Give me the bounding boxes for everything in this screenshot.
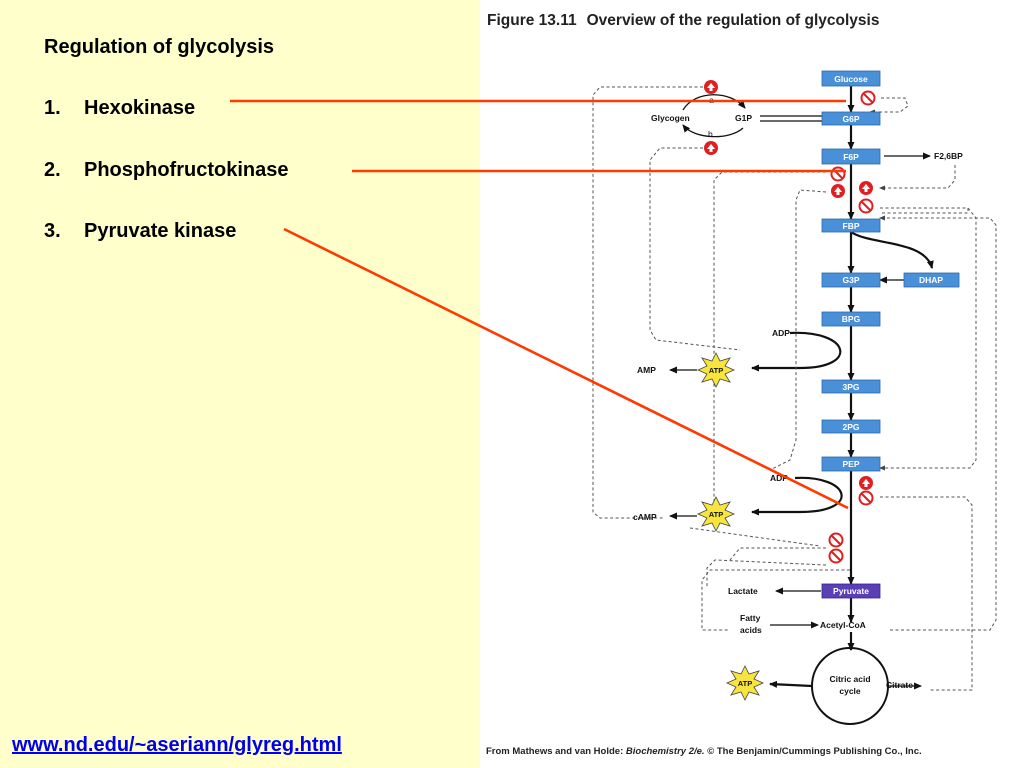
list-item-pyruvate-kinase: 3. Pyruvate kinase [44, 220, 236, 243]
fatty-label: Fatty [740, 613, 761, 623]
credit-prefix: From Mathews and van Holde: [486, 746, 626, 757]
main-pathway-arrows [847, 86, 934, 651]
svg-text:ATP: ATP [738, 679, 752, 688]
fbp-box [821, 218, 881, 233]
list-number: 3. [44, 220, 61, 242]
acids-label: acids [740, 625, 762, 635]
figure-credit: From Mathews and van Holde: Biochemistry… [486, 746, 922, 757]
list-label: Phosphofructokinase [84, 159, 289, 181]
source-link[interactable]: www.nd.edu/~aseriann/glyreg.html [12, 734, 342, 756]
amp-label: AMP [637, 365, 656, 375]
credit-suffix: © The Benjamin/Cummings Publishing Co., … [704, 746, 922, 757]
figure-number: Figure 13.11 [487, 12, 577, 29]
pep-box [821, 456, 881, 472]
list-number: 2. [44, 159, 61, 181]
g6p-label: G6P [842, 114, 859, 124]
pyruvate-label: Pyruvate [833, 586, 869, 596]
g1p-label: G1P [735, 113, 752, 123]
list-item-phosphofructokinase: 2. Phosphofructokinase [44, 159, 288, 182]
atp-starbursts: ATP ATP ATP [697, 352, 764, 701]
dhap-box [903, 272, 960, 288]
credit-book: Biochemistry 2/e. [625, 746, 705, 757]
metabolite-boxes: Glucose G6P F6P FBP G3P DHAP BPG 3PG 2PG… [821, 70, 960, 599]
cycle-label: cycle [839, 686, 861, 696]
inhibition-icon [828, 532, 844, 548]
g3p-box [821, 272, 881, 288]
list-label: Pyruvate kinase [84, 220, 237, 242]
f26bp-label: F2,6BP [934, 151, 963, 161]
activation-icons [704, 80, 873, 490]
adp-label-1: ADP [772, 328, 790, 338]
list-item-hexokinase: 1. Hexokinase [44, 97, 195, 120]
2pg-label: 2PG [842, 422, 859, 432]
bpg-label: BPG [842, 314, 861, 324]
adp-label-2: ADP [770, 473, 788, 483]
slide-text-panel [0, 0, 480, 768]
regulatory-lines [592, 86, 997, 691]
g3p-label: G3P [842, 275, 859, 285]
inhibition-icon [828, 548, 844, 564]
svg-text:ATP: ATP [709, 510, 723, 519]
bpg-box [821, 311, 881, 327]
inhibition-icon [860, 90, 876, 106]
atp-burst-icon: ATP [697, 496, 735, 532]
activation-icon [831, 184, 845, 198]
inhibition-icons [828, 90, 876, 564]
pointer-lines [230, 99, 849, 510]
diagram-labels: Glycogen G1P a b F2,6BP ADP AMP ADP cAMP… [633, 95, 963, 696]
energy-loops [669, 152, 931, 725]
pep-label: PEP [842, 459, 859, 469]
inhibition-icon [830, 166, 846, 182]
activation-icon [859, 476, 873, 490]
pyruvate-box [821, 583, 881, 599]
glycogen-loop [682, 94, 822, 138]
citric-label: Citric acid [829, 674, 870, 684]
citrate-label: Citrate [886, 680, 913, 690]
activation-icon [704, 80, 718, 94]
list-number: 1. [44, 97, 61, 119]
atp-burst-icon: ATP [726, 665, 764, 701]
activation-icon [859, 181, 873, 195]
acetylcoa-label: Acetyl-CoA [820, 620, 866, 630]
3pg-label: 3PG [842, 382, 859, 392]
pointer-pyruvate-kinase [283, 227, 849, 510]
figure-panel [480, 0, 1024, 768]
dhap-label: DHAP [919, 275, 943, 285]
fbp-label: FBP [843, 221, 860, 231]
inhibition-icon [858, 198, 874, 214]
figure-title: Figure 13.11 Overview of the regulation o… [487, 12, 879, 30]
slide-heading: Regulation of glycolysis [44, 36, 275, 58]
glucose-box [821, 70, 881, 87]
3pg-box [821, 379, 881, 394]
g6p-box [821, 111, 881, 126]
f6p-label: F6P [843, 152, 859, 162]
label-b: b [708, 129, 713, 139]
glucose-label: Glucose [834, 74, 868, 84]
atp-burst-icon: ATP [697, 352, 735, 388]
svg-text:ATP: ATP [709, 366, 723, 375]
list-label: Hexokinase [84, 97, 196, 119]
figure-title-text: Overview of the regulation of glycolysis [586, 12, 880, 29]
inhibition-icon [858, 490, 874, 506]
lactate-label: Lactate [728, 586, 758, 596]
2pg-box [821, 419, 881, 434]
f6p-box [821, 148, 881, 165]
glycogen-label: Glycogen [651, 113, 690, 123]
camp-label: cAMP [633, 512, 657, 522]
activation-icon [704, 141, 718, 155]
